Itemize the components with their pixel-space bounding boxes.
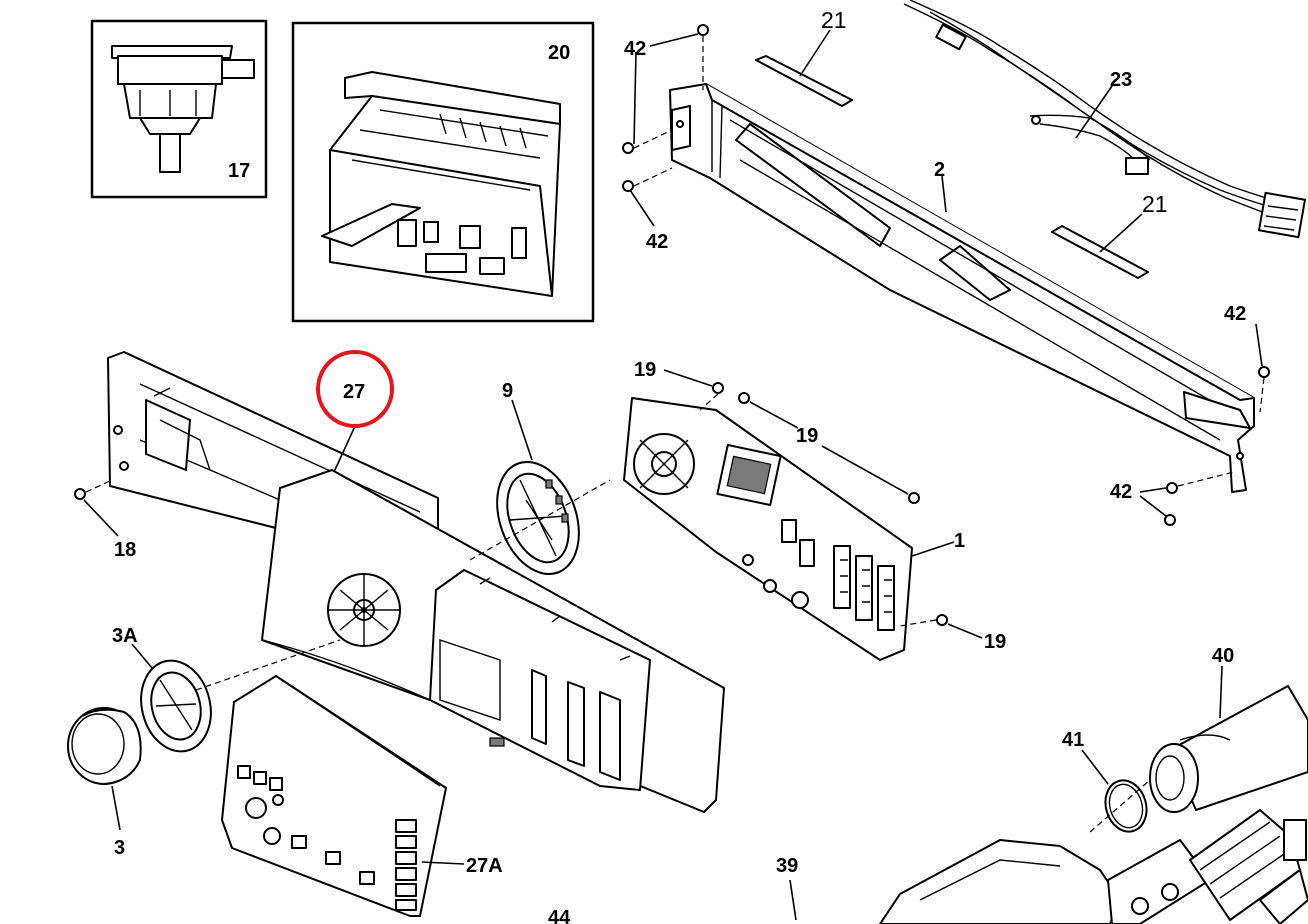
inlet-fitting-40: 40	[1149, 645, 1308, 813]
o-ring-41: 41	[1062, 729, 1151, 833]
callout-42-top: 42	[624, 38, 646, 60]
callout-21-upper: 21	[821, 7, 847, 33]
screw-19-top: 19	[634, 359, 724, 411]
knob-3: 3	[67, 707, 142, 859]
callout-27A: 27A	[466, 855, 503, 877]
screw-19-bottom: 19	[899, 614, 1006, 653]
callout-19-top: 19	[634, 359, 656, 381]
highlight-circle-27	[316, 350, 394, 428]
pressure-switch-part	[111, 45, 255, 173]
foam-strip-21-upper: 21	[755, 7, 853, 107]
board-components	[742, 519, 895, 631]
screw-18: 18	[74, 479, 136, 561]
callout-39: 39	[776, 855, 798, 877]
control-board-1: 1	[623, 397, 965, 661]
screw-42-left-a	[622, 51, 673, 154]
callout-40: 40	[1212, 645, 1234, 667]
callout-41: 41	[1062, 729, 1084, 751]
callout-18: 18	[114, 539, 136, 561]
screw-19-middle: 19	[738, 392, 920, 504]
callout-39-group: 39	[776, 855, 798, 921]
control-fascia-27	[261, 423, 725, 813]
foam-strip-21-lower: 21	[1051, 191, 1168, 279]
callout-44: 44	[548, 907, 571, 924]
console-bracket-2: 2	[669, 83, 1255, 493]
callout-3: 3	[114, 837, 125, 859]
callout-42-left: 42	[646, 231, 668, 253]
valve-assembly	[879, 809, 1308, 924]
control-module-part	[321, 71, 561, 297]
inset-box-17: 17	[90, 19, 268, 199]
wire-harness-23: 23	[903, 0, 1306, 239]
screw-42-bottom: 42	[1110, 471, 1235, 526]
control-overlay-27A: 27A	[221, 675, 503, 917]
screw-42-left-b: 42	[622, 167, 673, 253]
callout-17: 17	[228, 160, 250, 182]
screw-42-top: 42	[624, 24, 709, 90]
callout-42-right: 42	[1224, 303, 1246, 325]
callout-27: 27	[343, 381, 365, 403]
callout-42-bottom: 42	[1110, 481, 1132, 503]
callout-3A: 3A	[112, 625, 138, 647]
knob-bezel-3A: 3A	[112, 625, 341, 753]
callout-23: 23	[1110, 69, 1132, 91]
inset-box-20: 20	[291, 21, 595, 323]
callout-19-bottom: 19	[984, 631, 1006, 653]
callout-19-middle: 19	[796, 425, 818, 447]
callout-1: 1	[954, 530, 965, 552]
knob-ring-9: 9	[469, 380, 611, 576]
callout-2: 2	[934, 159, 945, 181]
callout-9: 9	[502, 380, 513, 402]
screw-42-right: 42	[1224, 303, 1270, 413]
callout-20: 20	[548, 42, 570, 64]
callout-21-lower: 21	[1142, 191, 1168, 217]
